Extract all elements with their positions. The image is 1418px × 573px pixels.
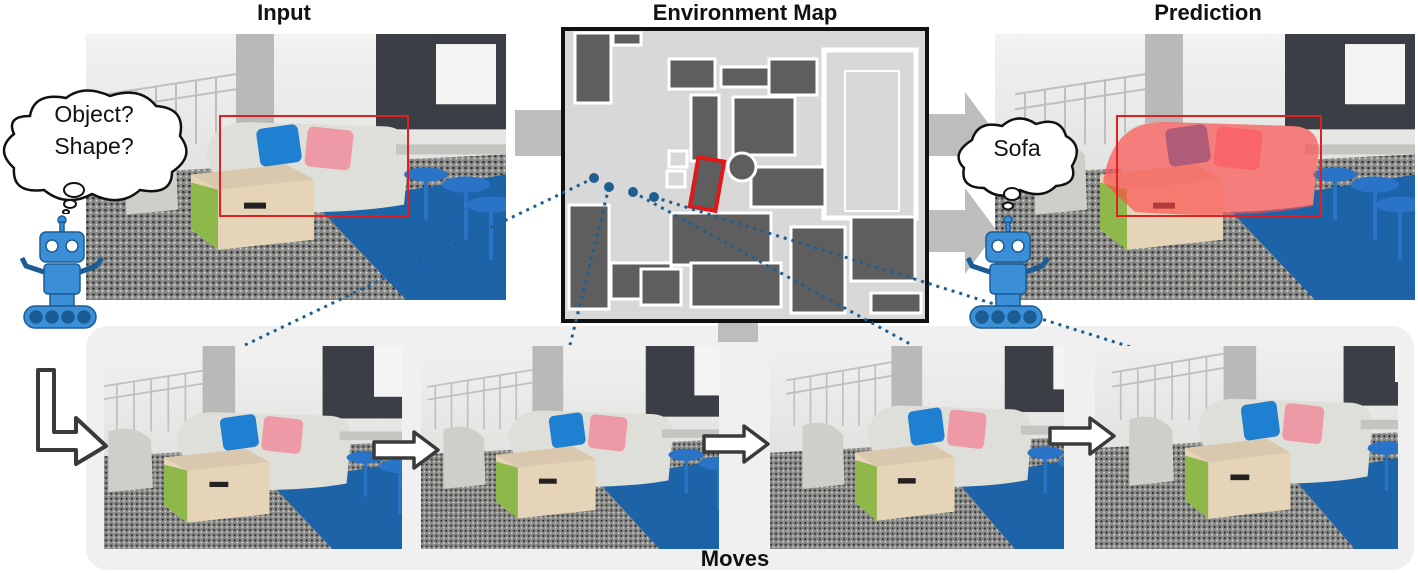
move-image-2 <box>421 346 719 549</box>
input-bubble-line1: Object? <box>54 101 134 127</box>
input-bubble-line2: Shape? <box>54 133 134 159</box>
map-title: Environment Map <box>652 0 838 25</box>
target-object-marker <box>687 154 727 214</box>
thought-bubble-icon <box>957 117 1079 211</box>
robot-icon <box>965 215 1050 329</box>
robot-icon <box>19 215 104 329</box>
hollow-arrow-icon <box>702 424 770 464</box>
hollow-arrow-icon <box>1048 416 1116 456</box>
gray-connector <box>718 320 758 342</box>
gray-block-arrow-icon <box>925 188 997 274</box>
thought-bubble-icon <box>2 89 188 214</box>
object-bounding-box <box>219 115 409 217</box>
move-image-4 <box>1095 346 1398 549</box>
input-title: Input <box>257 0 311 25</box>
prediction-bounding-box <box>1116 115 1322 217</box>
move-image-1 <box>104 346 402 549</box>
environment-map <box>561 27 929 323</box>
sofa-segmentation-mask <box>1103 121 1319 215</box>
gray-block-arrow-icon <box>515 110 565 156</box>
hollow-arrow-icon <box>36 368 108 466</box>
prediction-bubble-text: Sofa <box>993 135 1041 161</box>
input-image <box>86 34 506 300</box>
prediction-image <box>995 34 1415 300</box>
move-image-3 <box>750 346 1064 549</box>
moves-title: Moves <box>700 546 770 571</box>
hollow-arrow-icon <box>372 430 440 470</box>
prediction-title: Prediction <box>1154 0 1262 25</box>
